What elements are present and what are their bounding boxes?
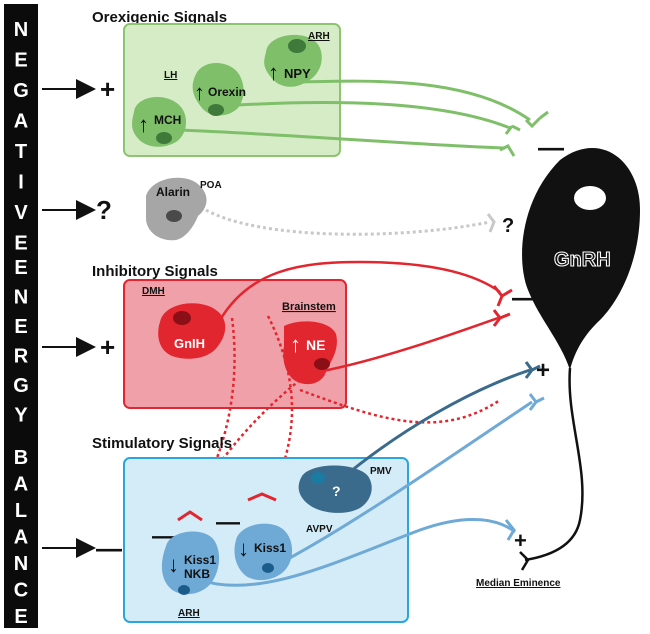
- npy-axon: [299, 79, 531, 122]
- side-bar-letter: E: [14, 50, 27, 72]
- alarin-neuron: [146, 177, 207, 241]
- side-bar-letter: I: [18, 172, 24, 194]
- alarin-label: Alarin: [156, 185, 190, 199]
- lh-label: LH: [164, 70, 177, 81]
- poa-label: POA: [200, 180, 222, 191]
- side-bar-letter: R: [14, 346, 29, 368]
- orexin-axon: [237, 100, 511, 130]
- median-eminence-label: Median Eminence: [476, 578, 561, 589]
- orexigenic-title: Orexigenic Signals: [92, 9, 227, 26]
- kiss1-arh-down-arrow: ↓: [168, 552, 179, 577]
- ne-up-arrow: ↑: [290, 332, 301, 357]
- pmv-label: PMV: [370, 466, 392, 477]
- ne-to-stim-dotted: [299, 388, 501, 424]
- orexigenic-input-sign: +: [100, 74, 115, 104]
- gnih-to-avpv-dotted: [266, 315, 294, 501]
- stimulatory-title: Stimulatory Signals: [92, 435, 232, 452]
- mch-neuron: [132, 97, 187, 147]
- side-bar-letter: C: [14, 580, 28, 602]
- npy-up-arrow: ↑: [268, 60, 279, 85]
- side-bar-letter: V: [14, 202, 28, 224]
- npy-label: NPY: [284, 66, 311, 81]
- side-bar-letter: N: [14, 553, 28, 575]
- gnrh-label: GnRH: [554, 249, 611, 271]
- kiss1-avpv-neuron: [234, 523, 293, 581]
- side-bar-letter: N: [14, 19, 28, 41]
- kiss1-arh-neuron: [161, 531, 220, 595]
- gnrh-nucleus: [574, 186, 606, 210]
- ne-label: NE: [306, 337, 325, 353]
- side-bar-letter: E: [14, 606, 27, 628]
- side-bar-letter: A: [14, 527, 28, 549]
- arh-bottom-label: ARH: [178, 608, 200, 619]
- dmh-label: DMH: [142, 286, 165, 297]
- side-bar-letter: E: [14, 257, 27, 279]
- mch-label: MCH: [154, 113, 181, 127]
- side-bar-letter: T: [15, 141, 27, 163]
- arh-top-label: ARH: [308, 31, 330, 42]
- gnrh-neuron: [522, 148, 640, 370]
- brainstem-label: Brainstem: [282, 301, 336, 313]
- gnih-label: GnIH: [174, 336, 205, 351]
- pmv-unknown-label: ?: [332, 483, 341, 499]
- pmv-axon: [339, 368, 531, 482]
- mch-axon: [179, 128, 506, 150]
- inhibitory-input-sign: +: [100, 332, 115, 362]
- ne-axon: [317, 316, 499, 374]
- gnih-axon: [218, 260, 501, 321]
- kiss1-arh-label-line2: NKB: [184, 567, 210, 581]
- side-bar-letter: E: [14, 233, 27, 255]
- side-bar-letter: A: [14, 111, 28, 133]
- orexigenic-gnrh-sign: —: [538, 132, 564, 162]
- side-bar: [4, 4, 38, 628]
- alarin-axon: [205, 208, 491, 236]
- side-bar-letter: G: [13, 375, 29, 397]
- orexin-neuron: [192, 62, 244, 116]
- npy-neuron: [264, 34, 322, 87]
- avpv-label: AVPV: [306, 524, 333, 535]
- side-bar-letter: L: [15, 500, 27, 522]
- stimulatory-input-sign: —: [96, 533, 122, 563]
- stimulatory-gnrh-sign: +: [536, 357, 550, 384]
- orexin-up-arrow: ↑: [194, 80, 205, 105]
- avpv-axon: [285, 400, 533, 562]
- side-bar-letter: E: [14, 316, 27, 338]
- side-bar-letter: Y: [14, 405, 28, 427]
- kiss1-avpv-down-arrow: ↓: [238, 536, 249, 561]
- mch-up-arrow: ↑: [138, 112, 149, 137]
- side-bar-letter: B: [14, 447, 28, 469]
- orexin-label: Orexin: [208, 85, 246, 99]
- side-bar-letter: A: [14, 474, 28, 496]
- inhibit-avpv-sign: —: [216, 509, 240, 536]
- gnrh-axon: [524, 367, 584, 562]
- side-bar-letter: G: [13, 80, 29, 102]
- alarin-input-sign: ?: [96, 195, 112, 225]
- side-bar-letter: N: [14, 287, 28, 309]
- alarin-gnrh-sign: ?: [502, 215, 514, 237]
- kiss1-avpv-label: Kiss1: [254, 541, 286, 555]
- kiss1-arh-axon: [199, 518, 516, 587]
- inhibitory-title: Inhibitory Signals: [92, 263, 218, 280]
- median-eminence-sign: +: [514, 528, 527, 553]
- kiss1-arh-label-line1: Kiss1: [184, 553, 216, 567]
